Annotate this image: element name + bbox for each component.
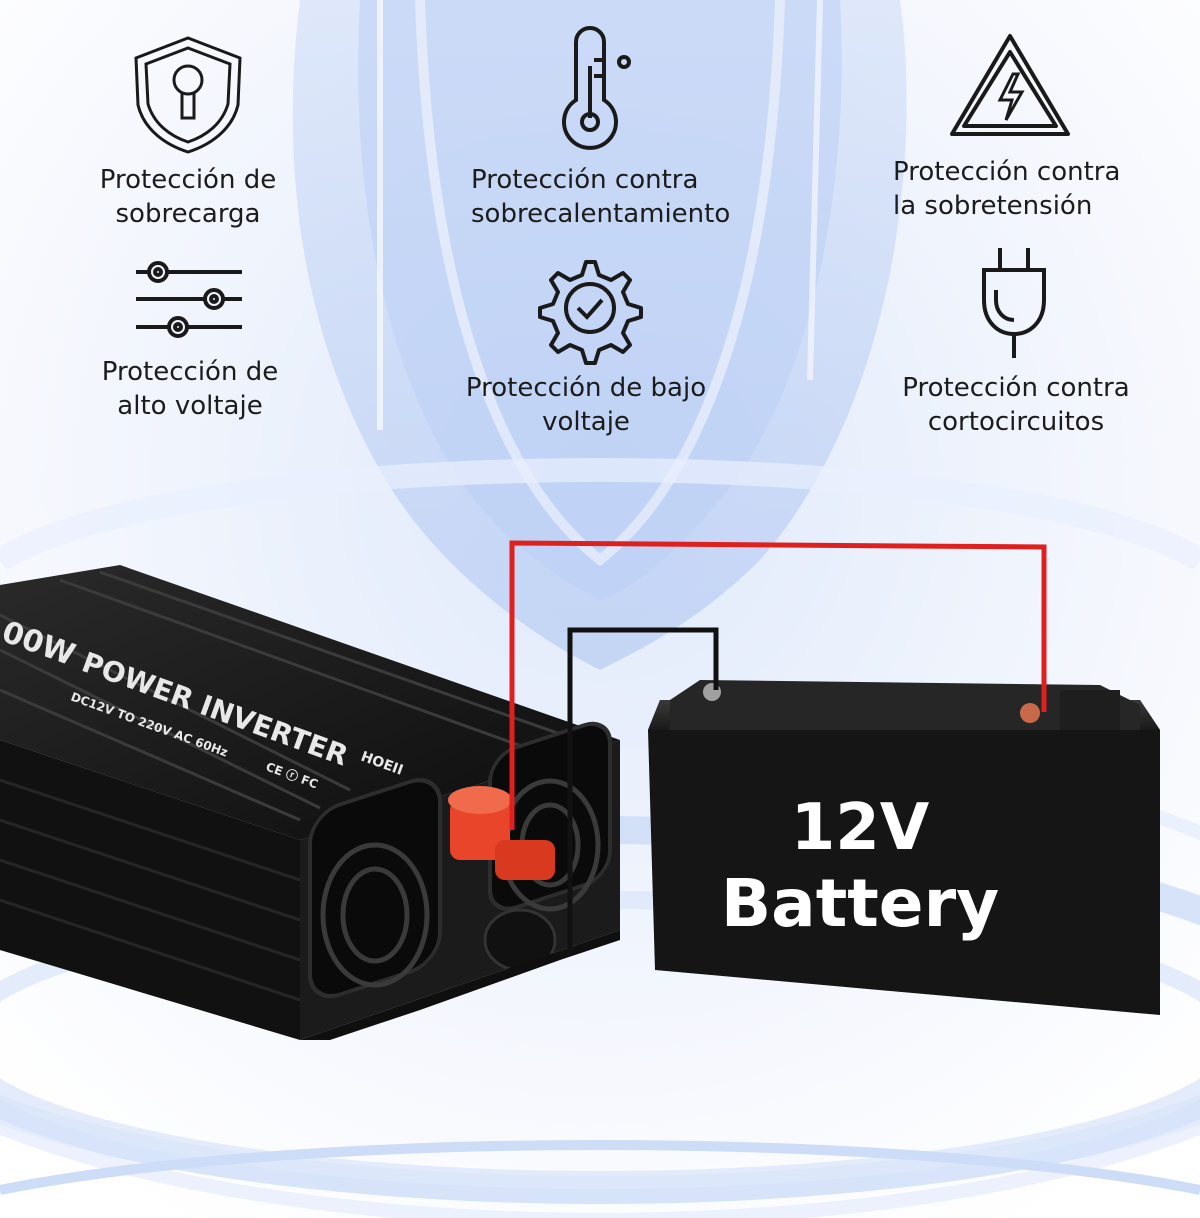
thermometer-icon (562, 26, 631, 150)
sliders-icon (136, 261, 242, 338)
feature-line-2: sobrecarga (115, 199, 261, 229)
decorative-shield (292, 0, 907, 670)
feature-line-2: sobrecalentamiento (471, 199, 731, 229)
feature-line-1: Protección de (99, 165, 277, 195)
feature-overload: Protección de sobrecarga (78, 163, 298, 231)
feature-line-1: Protección contra (902, 373, 1130, 403)
high-voltage-warning-icon (950, 34, 1070, 136)
feature-low-voltage: Protección de bajo voltaje (446, 371, 726, 439)
feature-line-1: Protección de bajo (465, 373, 707, 403)
feature-line-2: alto voltaje (117, 391, 263, 421)
shield-keyhole-icon (134, 36, 242, 154)
feature-overvoltage: Protección contra la sobretensión (893, 155, 1173, 223)
battery-text: Battery (720, 865, 1000, 942)
feature-line-2: la sobretensión (893, 191, 1093, 221)
feature-line-1: Protección contra (893, 157, 1121, 187)
red-wire (509, 540, 1047, 830)
battery-voltage: 12V (790, 791, 930, 865)
black-wire (567, 627, 719, 955)
battery-positive-terminal (1020, 703, 1040, 723)
power-inverter: 00W POWER INVERTER DC12V TO 220V AC 60Hz… (0, 565, 620, 1040)
battery-label: 12V Battery (650, 790, 1070, 942)
feature-short-circuit: Protección contra cortocircuitos (886, 371, 1146, 439)
feature-line-2: voltaje (542, 407, 630, 437)
red-terminal-cap (450, 800, 510, 860)
feature-line-1: Protección de (101, 357, 279, 387)
battery-12v (648, 680, 1160, 1015)
plug-icon (982, 248, 1046, 358)
gear-check-icon (538, 260, 643, 365)
feature-overheat: Protección contra sobrecalentamiento (471, 163, 751, 231)
feature-line-1: Protección contra (471, 165, 699, 195)
feature-high-voltage: Protección de alto voltaje (80, 355, 300, 423)
feature-line-2: cortocircuitos (927, 407, 1105, 437)
